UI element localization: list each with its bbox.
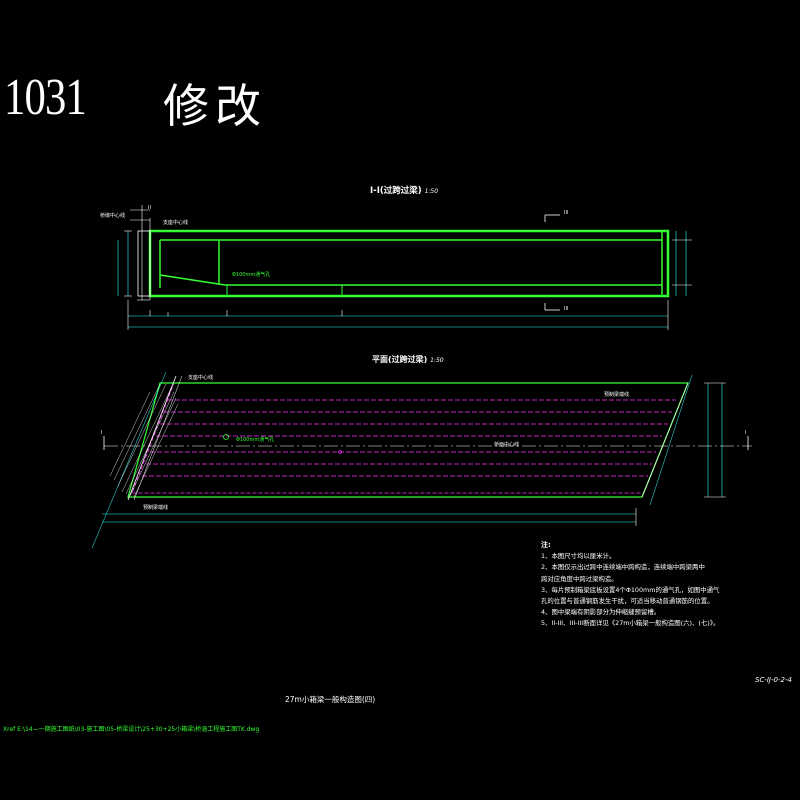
label-sec-i-right: I (745, 430, 747, 436)
label-sec-iii-bottom: III (564, 306, 569, 312)
plan-view (91, 371, 752, 549)
note-item: 跨对应角度中跨过梁构造。 (541, 574, 618, 583)
notes-heading: 注: (541, 541, 551, 549)
note-item: 3、每片预制箱梁底板设置4个Φ100mm的通气孔，如图中通气 (541, 585, 720, 594)
label-sec-ii-top: II (148, 205, 151, 211)
label-vent-hole-plan: Φ100mm通气孔 (236, 437, 275, 443)
section-view-title: I-I(过跨过梁) 1:50 (370, 184, 438, 196)
drawing-title: 27m小箱梁一般构造图(四) (285, 695, 376, 704)
label-prestress: 预制梁端线 (604, 392, 630, 398)
label-sec-i-left: I (101, 430, 103, 436)
note-item: 4、图中梁端有阴影部分为伸缩缝预留槽。 (541, 608, 661, 617)
revision-label: 修改 (163, 79, 267, 133)
plan-view-scale: 1:50 (430, 357, 444, 364)
label-support-center-plan: 支座中心线 (188, 375, 214, 381)
label-bridge-center: 桥面中心线 (494, 442, 520, 448)
label-bearing-center: 桥墩中心线 (100, 213, 126, 219)
label-vent-hole: Φ100mm通气孔 (232, 272, 271, 278)
label-sec-iii-top: III (564, 210, 569, 216)
section-view-title-text: I-I(过跨过梁) (370, 186, 422, 196)
xref-path: Xref E:\14—一期施工图纸\03-施工图\05-桥梁设计\25+30+2… (3, 726, 260, 733)
drawing-number: SC-IJ-0-2-4 (755, 676, 792, 684)
notes-block: 注: 1、本图尺寸均以厘米计。 2、本图仅示出过跨中连续端中跨构造，连续端中跨梁… (541, 540, 719, 630)
label-support-center: 支座中心线 (163, 220, 189, 226)
label-end-line: 预制梁端线 (143, 505, 169, 511)
plan-view-title-text: 平面(过跨过梁) (372, 355, 428, 364)
note-item: 1、本图尺寸均以厘米计。 (541, 552, 616, 561)
section-view (117, 205, 692, 330)
sheet-number: 1031 (4, 69, 87, 126)
note-item: 5、II-III、III-III断面详见《27m小箱梁一般构造图(六)、(七)》… (541, 619, 720, 628)
note-item: 2、本图仅示出过跨中连续端中跨构造，连续端中跨梁两中 (541, 563, 705, 572)
note-item: 孔的位置与普通钢筋发生干扰，可适当移动普通钢筋的位置。 (541, 597, 714, 606)
section-view-scale: 1:50 (424, 188, 439, 195)
plan-view-title: 平面(过跨过梁) 1:50 (372, 354, 444, 365)
